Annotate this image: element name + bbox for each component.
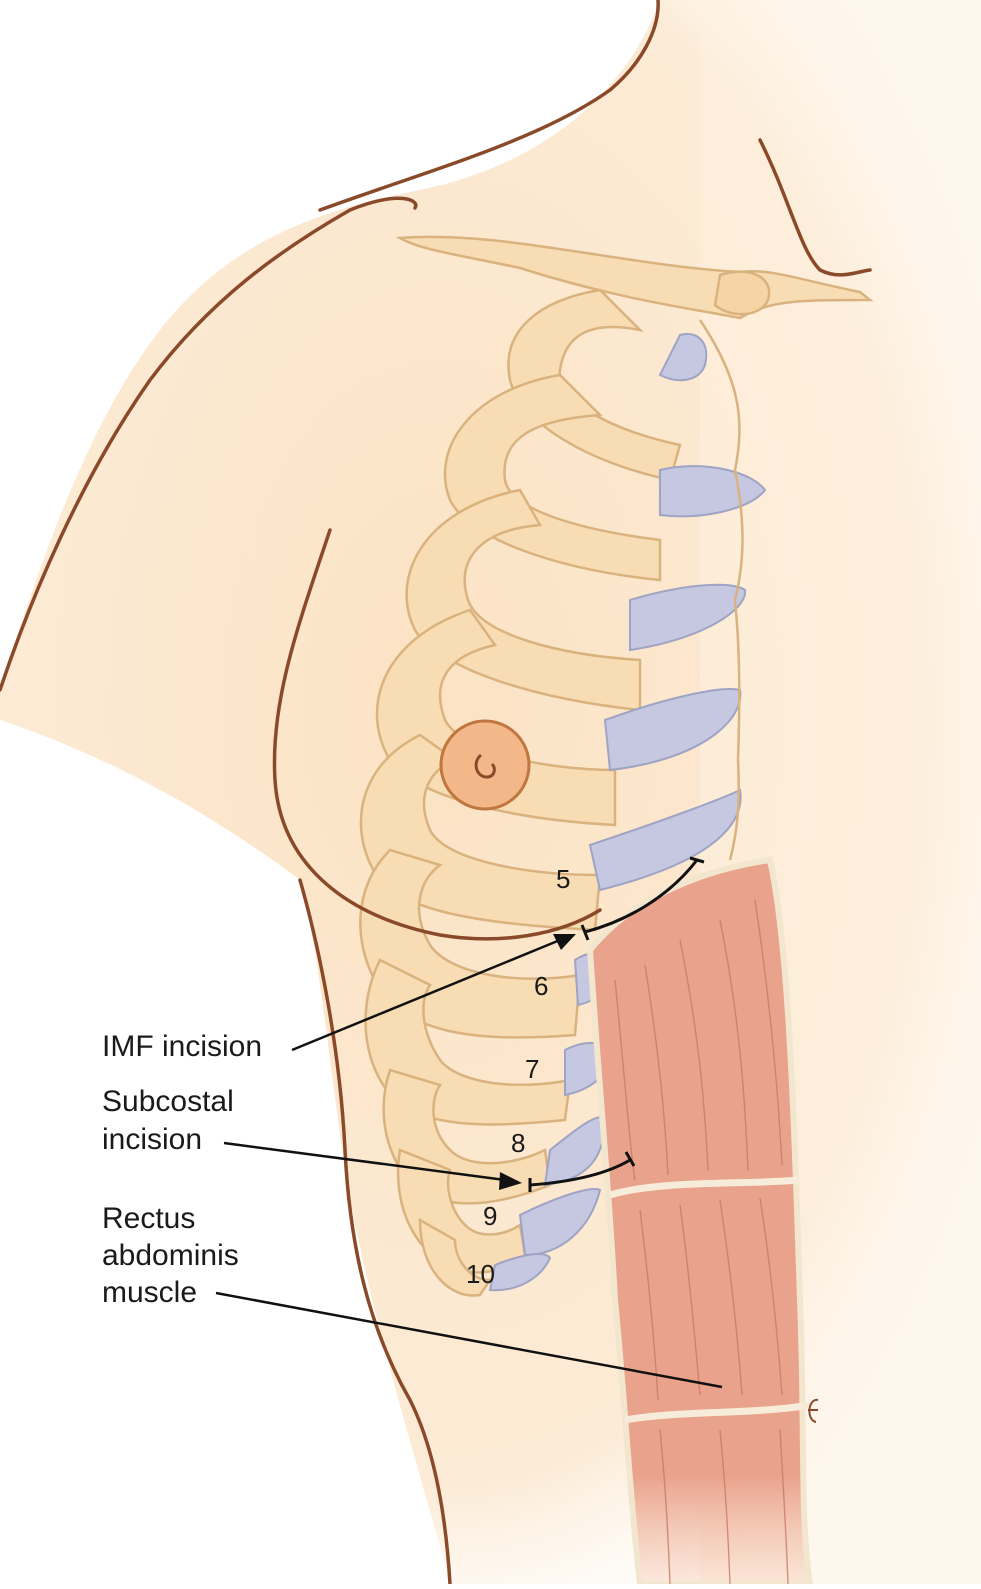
subcostal-incision-label-line1: Subcostal	[102, 1085, 234, 1118]
rib-number-9: 9	[483, 1201, 497, 1231]
rib-number-5: 5	[556, 864, 570, 894]
rib-number-6: 6	[534, 971, 548, 1001]
imf-incision-arrow	[291, 934, 576, 1052]
rib-number-8: 8	[511, 1128, 525, 1158]
rectus-label-line1: Rectus	[102, 1202, 196, 1235]
rectus-label-line2: abdominis	[102, 1239, 239, 1272]
subcostal-incision-label-line2: incision	[102, 1123, 203, 1156]
rib-numbers: 5 6 7 8 9 10	[466, 864, 570, 1289]
rib-number-10: 10	[466, 1259, 495, 1289]
rectus-label-line3: muscle	[102, 1276, 198, 1309]
subcostal-incision-arrow	[223, 1141, 522, 1190]
imf-incision	[580, 856, 705, 941]
rectus-muscle-pointer	[215, 1291, 723, 1389]
body-outline	[0, 0, 872, 1586]
subcostal-incision	[528, 1151, 636, 1192]
artist-mark-icon	[808, 1398, 819, 1423]
nipple-areola	[439, 719, 531, 811]
rib-number-7: 7	[525, 1054, 539, 1084]
rectus-abdominis-muscle	[586, 856, 814, 1587]
imf-incision-label: IMF incision	[102, 1030, 263, 1063]
